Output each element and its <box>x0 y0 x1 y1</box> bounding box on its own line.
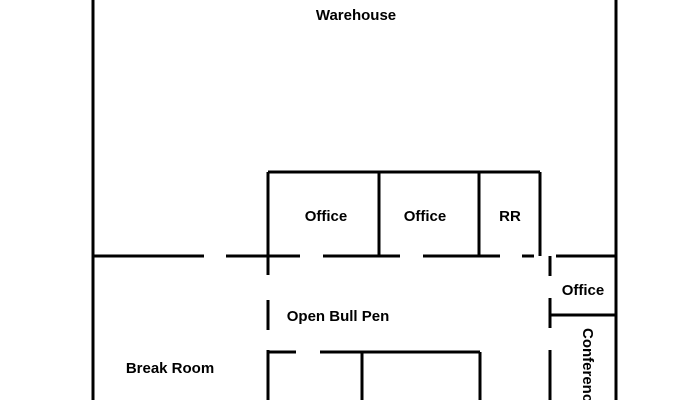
room-label-office: Office <box>562 282 605 299</box>
room-label-conference: Conference <box>579 328 596 400</box>
room-labels: Warehouse Office Office RR Office Open B… <box>126 7 604 400</box>
room-label-warehouse: Warehouse <box>316 7 396 24</box>
room-label-break-room: Break Room <box>126 360 214 377</box>
room-label-open-bull-pen: Open Bull Pen <box>287 308 390 325</box>
room-label-restroom: RR <box>499 208 521 225</box>
room-label-office: Office <box>404 208 447 225</box>
walls <box>91 0 618 400</box>
room-label-office: Office <box>305 208 348 225</box>
